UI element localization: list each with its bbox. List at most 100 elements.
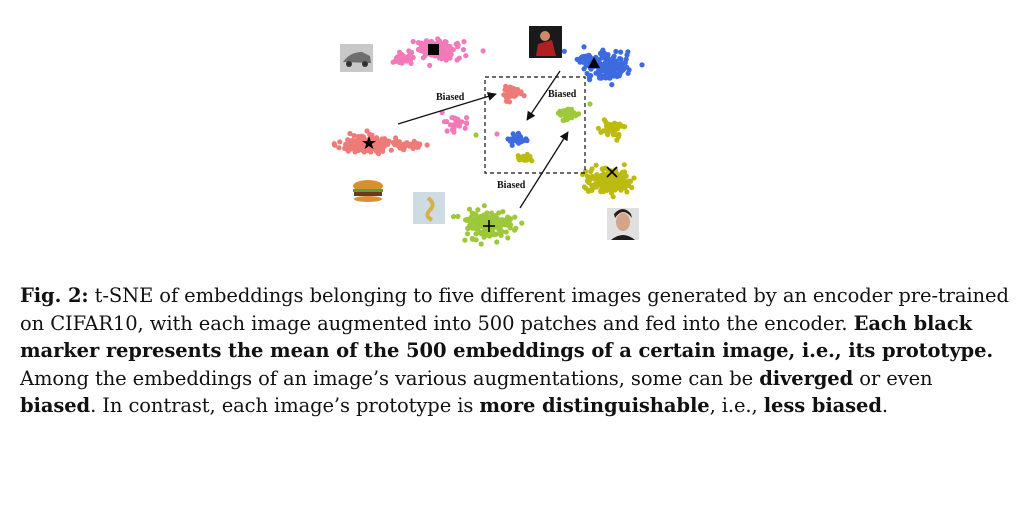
embedding-point (519, 156, 526, 162)
embedding-point (612, 72, 618, 79)
embedding-point (475, 207, 481, 213)
embedding-point (488, 210, 495, 216)
burger-photo-thumbnail (353, 180, 383, 202)
embedding-point (505, 235, 511, 241)
embedding-point (613, 132, 619, 138)
embedding-point (587, 187, 593, 193)
embedding-point (563, 107, 570, 113)
embedding-point (515, 153, 521, 159)
embedding-point (494, 239, 500, 245)
caption-text: or even (853, 366, 933, 390)
embedding-point (337, 139, 343, 145)
embedding-point (441, 119, 448, 125)
caption-emphasis: less biased (763, 394, 882, 417)
embedding-point (455, 42, 461, 48)
embedding-point (501, 92, 507, 98)
embedding-point (620, 67, 627, 73)
embedding-point (422, 52, 428, 58)
embedding-point (494, 131, 500, 137)
biased-label: Biased (436, 92, 465, 103)
embedding-point (461, 39, 467, 45)
embedding-point (478, 241, 484, 247)
embedding-point (600, 47, 606, 53)
embedding-point (571, 111, 577, 118)
biased-region-box (484, 76, 586, 174)
embedding-point (560, 117, 566, 123)
prototype-cross-marker (606, 166, 618, 178)
embedding-point (586, 58, 592, 64)
embedding-clusters (331, 36, 645, 247)
embedding-point (474, 219, 480, 225)
embedding-point (584, 173, 591, 179)
embedding-point (503, 217, 509, 223)
embedding-point (462, 125, 468, 131)
embedding-point (515, 137, 521, 143)
embedding-point (510, 138, 516, 144)
embedding-point (624, 52, 630, 58)
embedding-point (621, 162, 627, 168)
embedding-point (493, 231, 499, 237)
embedding-point (518, 89, 524, 95)
embedding-point (401, 141, 407, 147)
embedding-point (627, 178, 634, 184)
embedding-point (410, 38, 416, 45)
embedding-point (342, 145, 348, 151)
embedding-point (449, 46, 455, 52)
embedding-point (481, 203, 487, 209)
embedding-point (580, 58, 586, 64)
embedding-point (607, 74, 613, 80)
embedding-point (409, 49, 415, 56)
embedding-point (511, 93, 517, 99)
portrait-photo-thumbnail (607, 208, 639, 240)
embedding-point (598, 129, 604, 135)
embedding-point (503, 229, 509, 235)
prototype-triangle-marker (588, 57, 600, 68)
embedding-point (470, 236, 476, 242)
embedding-point (408, 56, 414, 62)
embedding-point (512, 214, 518, 220)
embedding-point (510, 131, 516, 137)
embedding-point (593, 162, 599, 168)
embedding-point (422, 43, 428, 49)
embedding-point (455, 213, 461, 219)
embedding-point (422, 48, 428, 54)
embedding-point (396, 139, 402, 145)
embedding-point (619, 123, 625, 129)
embedding-point (427, 62, 433, 68)
prototype-star-marker (362, 136, 376, 149)
prototype-square-marker (428, 44, 439, 55)
embedding-point (392, 142, 398, 148)
embedding-point (397, 145, 403, 151)
embedding-point (481, 228, 487, 234)
biased-label: Biased (497, 180, 526, 191)
arrow-salmon-biased (397, 92, 497, 125)
embedding-point (595, 57, 602, 63)
arrow-green-biased (519, 131, 569, 209)
embedding-point (614, 185, 620, 191)
embedding-point (581, 66, 587, 72)
embedding-point (380, 148, 386, 154)
embedding-point (473, 226, 479, 232)
embedding-point (481, 214, 487, 220)
embedding-point (605, 69, 611, 75)
embedding-point (608, 63, 614, 69)
embedding-point (608, 59, 614, 65)
embedding-point (470, 219, 476, 225)
embedding-point (604, 56, 610, 62)
embedding-point (464, 120, 470, 127)
embedding-point (478, 223, 484, 229)
caption-text: . In contrast, each image’s prototype is (90, 394, 480, 417)
embedding-point (443, 50, 449, 56)
embedding-point (388, 147, 394, 153)
embedding-point (456, 55, 462, 61)
embedding-point (594, 175, 600, 181)
embedding-point (561, 48, 567, 54)
embedding-point (348, 144, 354, 150)
embedding-point (583, 53, 589, 59)
embedding-point (618, 49, 624, 55)
embedding-point (505, 88, 511, 95)
embedding-point (406, 143, 413, 149)
embedding-point (511, 227, 518, 233)
embedding-point (581, 44, 587, 50)
embedding-point (375, 151, 382, 157)
